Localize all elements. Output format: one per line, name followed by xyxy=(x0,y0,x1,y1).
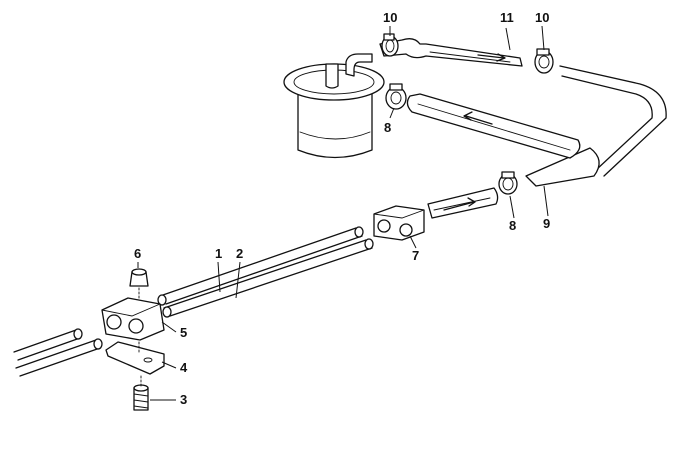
callout-1: 1 xyxy=(215,246,222,261)
callout-7: 7 xyxy=(412,248,419,263)
fuel-tank xyxy=(283,53,385,159)
grommet-6 xyxy=(129,268,149,301)
clamp-10-left xyxy=(381,33,399,57)
fuel-lines-exit-left xyxy=(13,328,103,377)
callout-6: 6 xyxy=(134,246,141,261)
bolt-3 xyxy=(133,375,149,411)
hose-short-lower xyxy=(427,171,518,219)
hose-middle xyxy=(406,93,581,159)
callout-10-left: 10 xyxy=(383,10,397,25)
clamp-10-right xyxy=(534,48,554,74)
bracket-4 xyxy=(105,341,165,375)
fuel-lines-1-2 xyxy=(157,226,374,318)
clamp-block-5 xyxy=(101,297,165,341)
hose-11-upper xyxy=(379,38,523,67)
clamp-8-upper xyxy=(385,83,407,110)
callout-10-right: 10 xyxy=(535,10,549,25)
pipe-loop-right xyxy=(525,65,667,187)
callout-3: 3 xyxy=(180,392,187,407)
leader-lines xyxy=(137,25,549,401)
callout-8-upper: 8 xyxy=(384,120,391,135)
callout-11: 11 xyxy=(500,10,514,25)
callout-9: 9 xyxy=(543,216,550,231)
callout-2: 2 xyxy=(236,246,243,261)
callout-4: 4 xyxy=(180,360,188,375)
callout-5: 5 xyxy=(180,325,187,340)
callout-8-lower: 8 xyxy=(509,218,516,233)
clamp-block-7 xyxy=(373,205,425,241)
